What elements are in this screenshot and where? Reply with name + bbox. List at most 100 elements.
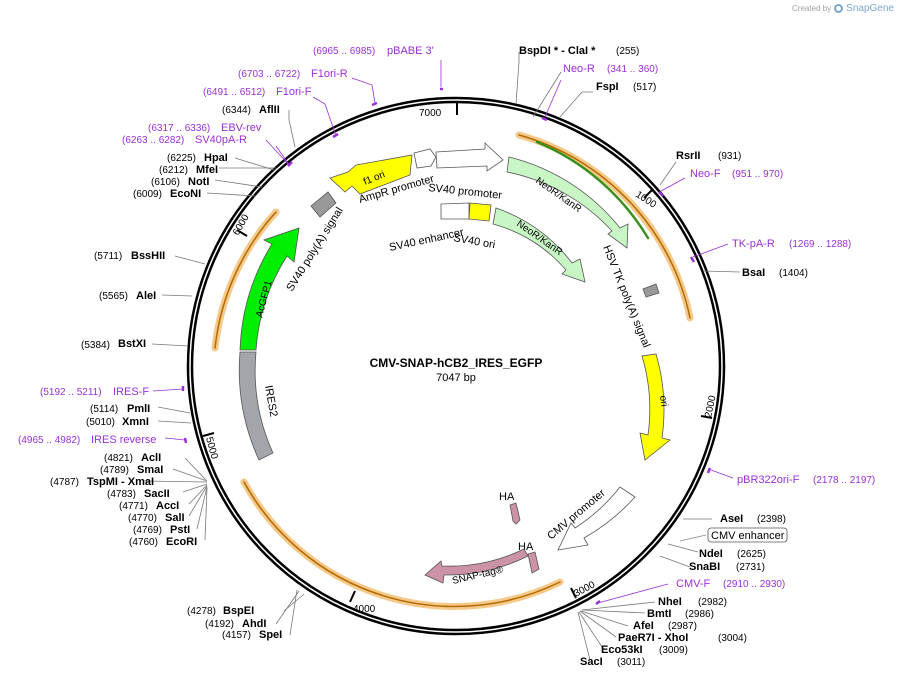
enzyme-bspdi-clai[interactable]: BspDI * - ClaI * xyxy=(519,45,596,57)
enzyme-labels: BspDI * - ClaI * (255) FspI (517) RsrII … xyxy=(50,45,808,668)
primer-ebvrev[interactable]: EBV-rev xyxy=(221,122,262,134)
primer-f1orir[interactable]: F1ori-R xyxy=(311,68,348,80)
enzyme-noti-pos: (6106) xyxy=(151,177,180,188)
primer-neor[interactable]: Neo-R xyxy=(563,63,595,75)
tick-mark-4000 xyxy=(349,590,356,603)
enzyme-saci[interactable]: SacI xyxy=(580,656,603,668)
enzyme-paer7i-xhoi[interactable]: PaeR7I - XhoI xyxy=(618,632,688,644)
feature-hsv-tk-polya[interactable] xyxy=(642,283,660,298)
feature-snap-tag[interactable] xyxy=(424,548,529,584)
enzyme-alei[interactable]: AleI xyxy=(136,290,156,302)
position-ticks xyxy=(202,103,713,603)
backbone-inner-ring xyxy=(190,100,722,632)
feature-sv40-enhancer[interactable] xyxy=(440,202,470,220)
snapgene-name: SnapGene xyxy=(846,3,894,14)
feature-neor-kanr-2[interactable] xyxy=(492,207,586,283)
enzyme-asei[interactable]: AseI xyxy=(720,513,743,525)
enzyme-sali[interactable]: SalI xyxy=(165,512,185,524)
tick-label-2000: 2000 xyxy=(703,394,718,418)
snapgene-branding: Created by SnapGene xyxy=(792,3,894,14)
enzyme-smai-pos: (4789) xyxy=(100,465,129,476)
leader-lines xyxy=(142,52,741,661)
feature-ori[interactable] xyxy=(639,353,671,461)
enzyme-tspmi-xmai[interactable]: TspMI - XmaI xyxy=(87,476,154,488)
orf-neor-highlight xyxy=(515,131,694,322)
primer-ebvrev-pos: (6317 .. 6336) xyxy=(148,123,210,134)
feature-sv40-promoter-label: SV40 promoter xyxy=(428,182,503,202)
enzyme-bmti[interactable]: BmtI xyxy=(647,608,671,620)
enzyme-psti[interactable]: PstI xyxy=(170,524,190,536)
enzyme-snabi[interactable]: SnaBI xyxy=(689,561,720,573)
feature-f1-ori[interactable] xyxy=(329,154,413,195)
feature-sv40-ori[interactable] xyxy=(468,202,492,222)
enzyme-rsrii[interactable]: RsrII xyxy=(676,150,700,162)
enzyme-spei-pos: (4157) xyxy=(222,630,251,641)
primer-sv40par[interactable]: SV40pA-R xyxy=(195,134,247,146)
tick-label-7000: 7000 xyxy=(419,108,442,119)
enzyme-ndei-pos: (2625) xyxy=(737,549,766,560)
primer-f1orif[interactable]: F1ori-F xyxy=(276,86,312,98)
primer-cmvf[interactable]: CMV-F xyxy=(676,578,711,590)
enzyme-ecori[interactable]: EcoRI xyxy=(166,536,197,548)
tick-mark-1000 xyxy=(643,189,653,199)
enzyme-sali-pos: (4770) xyxy=(128,513,157,524)
primer-iresf[interactable]: IRES-F xyxy=(113,386,149,398)
primer-pbr322orif-pos: (2178 .. 2197) xyxy=(813,475,875,486)
primer-pbabe3-pos: (6965 .. 6985) xyxy=(313,46,375,57)
primer-f1orir-pos: (6703 .. 6722) xyxy=(238,69,300,80)
enzyme-afei[interactable]: AfeI xyxy=(633,620,654,632)
enzyme-nhei[interactable]: NheI xyxy=(658,596,682,608)
enzyme-sacii[interactable]: SacII xyxy=(144,488,170,500)
feature-sv40-ori-label: SV40 ori xyxy=(452,232,496,251)
primer-leaders xyxy=(152,60,734,604)
primer-tkpar[interactable]: TK-pA-R xyxy=(732,238,775,250)
feature-ampr-promoter[interactable] xyxy=(413,148,437,169)
feature-ires2[interactable] xyxy=(238,351,274,461)
feature-cmv-promoter[interactable] xyxy=(557,486,636,551)
orf-acgfp-line xyxy=(214,211,277,349)
enzyme-ndei[interactable]: NdeI xyxy=(699,548,723,560)
enzyme-hpai-pos: (6225) xyxy=(167,153,196,164)
enzyme-smai[interactable]: SmaI xyxy=(137,464,163,476)
enzyme-econi[interactable]: EcoNI xyxy=(170,188,201,200)
enzyme-mfei-pos: (6212) xyxy=(159,165,188,176)
primer-iresrev[interactable]: IRES reverse xyxy=(91,434,156,446)
enzyme-bsai[interactable]: BsaI xyxy=(742,267,765,279)
enzyme-hpai[interactable]: HpaI xyxy=(204,152,228,164)
enzyme-spei[interactable]: SpeI xyxy=(259,629,282,641)
feature-ori-label: ori xyxy=(657,395,669,408)
enzyme-fspi[interactable]: FspI xyxy=(596,81,619,93)
primer-neof[interactable]: Neo-F xyxy=(690,168,721,180)
enzyme-acci[interactable]: AccI xyxy=(156,500,179,512)
enzyme-eco53ki-pos: (3009) xyxy=(659,645,688,656)
enzyme-acli[interactable]: AclI xyxy=(141,452,161,464)
enzyme-acli-pos: (4821) xyxy=(104,453,133,464)
feature-neor-kanr-1[interactable] xyxy=(506,156,629,249)
enzyme-eco53ki[interactable]: Eco53kI xyxy=(601,644,643,656)
enzyme-bstxi[interactable]: BstXI xyxy=(118,338,146,350)
primer-pbr322orif[interactable]: pBR322ori-F xyxy=(737,474,800,486)
enzyme-aflii[interactable]: AflII xyxy=(259,104,280,116)
orf-neor-line xyxy=(518,134,691,319)
feature-ires2-label: IRES2 xyxy=(262,384,279,417)
enzyme-bsshii[interactable]: BssHII xyxy=(131,250,165,262)
enzyme-noti[interactable]: NotI xyxy=(188,176,209,188)
enzyme-xmni[interactable]: XmnI xyxy=(122,416,149,428)
feature-sv40-promoter[interactable] xyxy=(435,142,504,172)
cmv-enhancer-box[interactable] xyxy=(707,527,788,543)
enzyme-mfei[interactable]: MfeI xyxy=(196,164,218,176)
tick-mark-5000 xyxy=(202,432,215,437)
enzyme-pmli[interactable]: PmlI xyxy=(127,403,150,415)
enzyme-pmli-pos: (5114) xyxy=(90,404,118,415)
enzyme-ahdi[interactable]: AhdI xyxy=(242,618,266,630)
primer-pbabe3[interactable]: pBABE 3' xyxy=(387,45,434,57)
plasmid-length: 7047 bp xyxy=(436,372,476,384)
feature-ha-1[interactable] xyxy=(509,502,521,525)
primer-neof-pos: (951 .. 970) xyxy=(732,169,783,180)
enzyme-fspi-pos: (517) xyxy=(633,82,656,93)
feature-acgfp1[interactable] xyxy=(239,227,300,351)
feature-sv40-polya[interactable] xyxy=(310,191,337,218)
enzyme-saci-pos: (3011) xyxy=(617,657,645,668)
enzyme-bspei[interactable]: BspEI xyxy=(223,605,254,617)
feature-ha-2[interactable] xyxy=(527,551,540,574)
